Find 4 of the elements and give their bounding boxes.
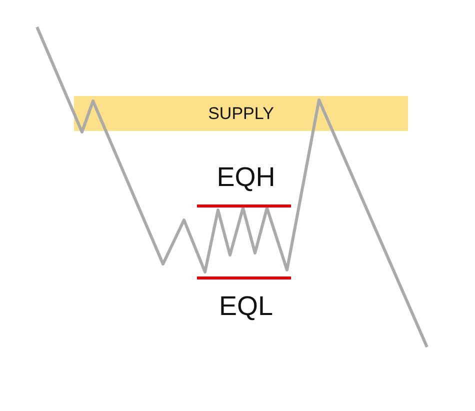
zone-label: SUPPLY [208, 104, 274, 124]
level-label: EQL [218, 291, 274, 322]
supply-zone-band [74, 96, 408, 131]
level-label: EQH [216, 162, 276, 193]
